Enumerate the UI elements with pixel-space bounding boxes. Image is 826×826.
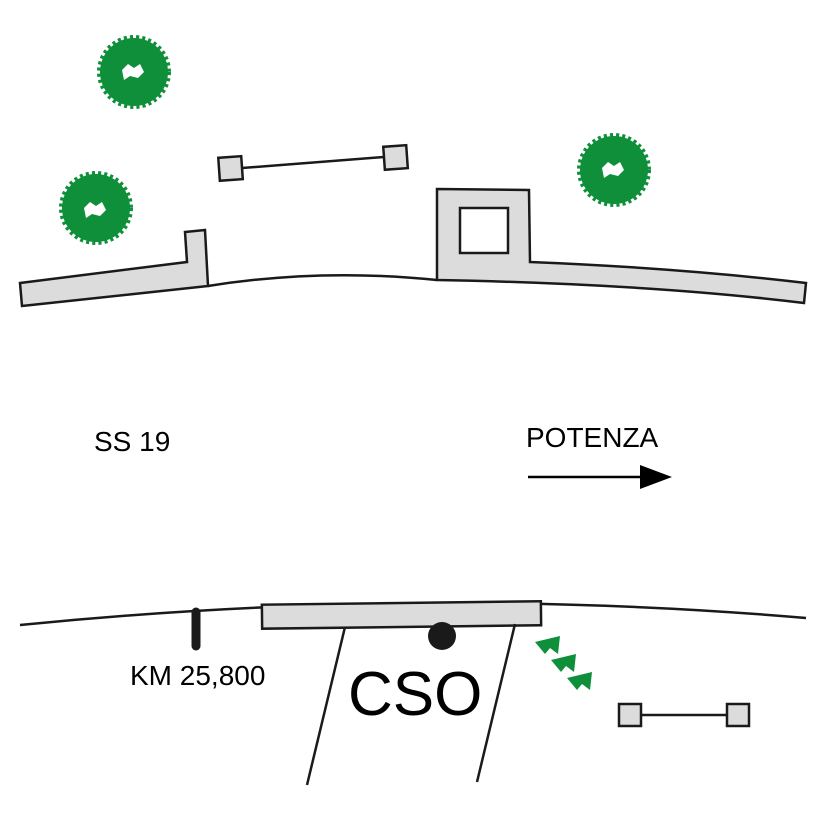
site-frontage <box>260 600 543 630</box>
km-marker-label: KM 25,800 <box>130 660 266 691</box>
arrow-right-icon <box>528 465 672 489</box>
site-lane-left <box>305 626 347 786</box>
tree-icon <box>97 35 171 109</box>
site-label: CSO <box>348 660 483 729</box>
fence-segment <box>216 143 410 183</box>
fence-segment-south <box>617 702 751 728</box>
courtyard <box>458 206 510 255</box>
road-name-label: SS 19 <box>94 426 171 457</box>
building-right <box>435 187 808 305</box>
shrub-icon <box>535 636 592 690</box>
direction-label: POTENZA <box>526 422 659 453</box>
road-edge-north <box>207 273 438 288</box>
site-point-icon <box>428 622 456 650</box>
tree-icon <box>577 133 651 207</box>
building-left <box>18 228 210 308</box>
site-lane-right <box>475 623 517 783</box>
tree-icon <box>59 171 133 245</box>
